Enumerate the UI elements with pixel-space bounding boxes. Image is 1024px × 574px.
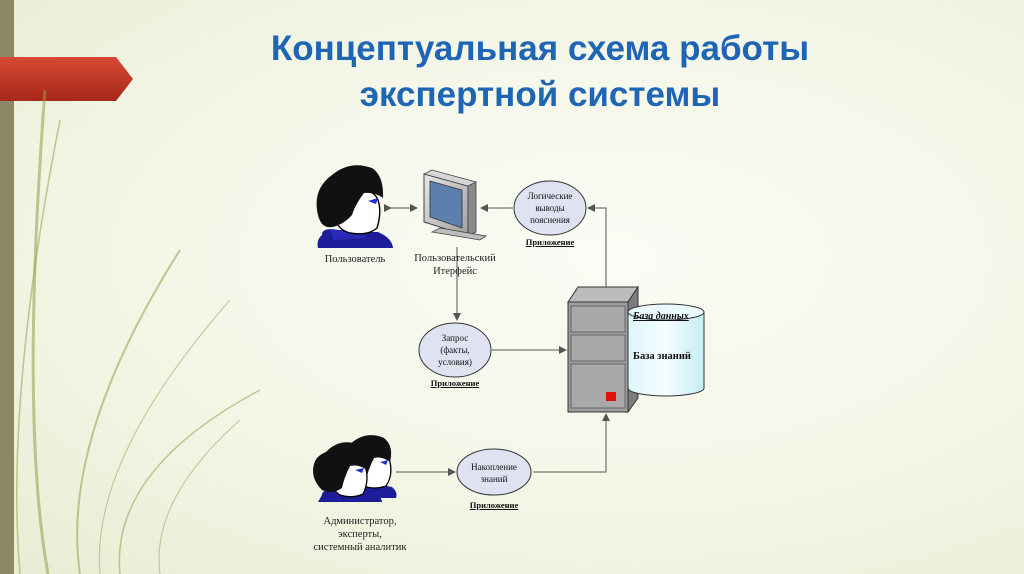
- decorative-curve: [158, 419, 241, 574]
- query-node-line-1: Запрос: [441, 333, 469, 343]
- knowledge-accum-node: [456, 448, 532, 496]
- interface-label-line-1: Пользовательский: [414, 253, 496, 264]
- query-node: [418, 322, 492, 378]
- logic-node-line-1: Логические: [527, 191, 573, 201]
- decorative-curve: [76, 249, 181, 574]
- query-node-text: Запрос (факты, условия): [419, 332, 491, 368]
- interface-label-line-2: Итерфейс: [433, 266, 477, 277]
- logic-node-line-3: пояснения: [530, 215, 570, 225]
- accum-node-app-link: Приложение: [469, 500, 519, 510]
- database-icon: [627, 303, 705, 397]
- decorative-curve: [118, 389, 261, 574]
- admin-group-icon: [313, 435, 397, 502]
- title-line-1: Концептуальная схема работы: [270, 29, 810, 68]
- logic-node-app-link: Приложение: [525, 237, 575, 247]
- arrow-server-to-logic: [587, 204, 607, 287]
- arrow-accum-to-server: [533, 413, 610, 473]
- logic-output-node: [513, 180, 587, 236]
- interface-label: Пользовательский Итерфейс: [395, 252, 515, 278]
- query-node-app-link: Приложение: [430, 378, 480, 388]
- server-icon: [567, 285, 639, 414]
- admin-label-line-1: Администратор,: [323, 516, 397, 527]
- accum-node-line-1: Накопление: [471, 462, 517, 472]
- query-node-line-2: (факты,: [440, 345, 470, 355]
- title-line-2: экспертной системы: [359, 75, 721, 114]
- admin-label: Администратор, эксперты, системный анали…: [290, 515, 430, 554]
- arrow-tab-icon: [0, 57, 133, 101]
- knowledge-base-label: База знаний: [633, 351, 691, 362]
- accum-node-text: Накопление знаний: [458, 461, 530, 485]
- left-accent-bar: [0, 0, 14, 574]
- admin-label-line-2: эксперты,: [338, 529, 382, 540]
- user-label: Пользователь: [324, 254, 386, 265]
- decorative-curve: [16, 119, 61, 574]
- decorative-curve: [98, 299, 231, 574]
- logic-node-line-2: выводы: [535, 203, 565, 213]
- user-avatar-icon: [316, 165, 393, 248]
- decorative-curve: [31, 89, 50, 574]
- admin-label-line-3: системный аналитик: [313, 542, 407, 553]
- page-title: Концептуальная схема работы экспертной с…: [190, 26, 890, 118]
- database-header: База данных: [633, 311, 689, 322]
- query-node-line-3: условия): [438, 357, 472, 367]
- monitor-icon: [422, 169, 488, 241]
- logic-node-text: Логические выводы пояснения: [514, 190, 586, 226]
- accum-node-line-2: знаний: [480, 474, 508, 484]
